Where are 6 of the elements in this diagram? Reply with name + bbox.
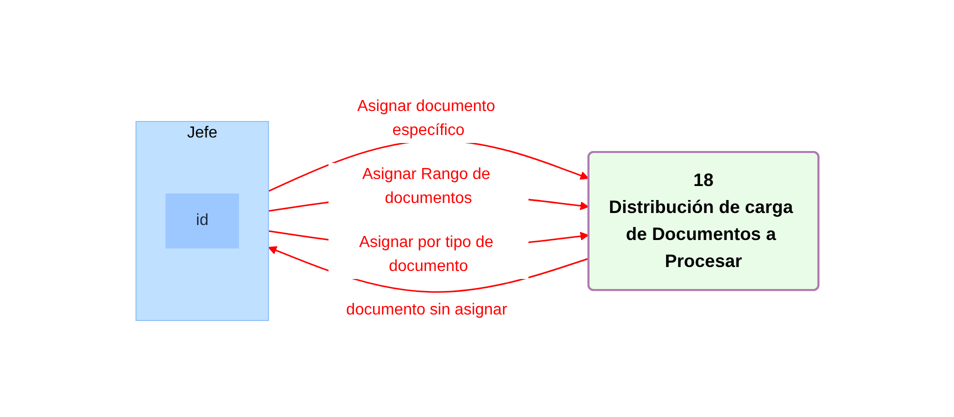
- edge-label: Asignar documento específico: [357, 98, 495, 139]
- edge-label: Asignar por tipo de documento: [358, 234, 494, 275]
- node-box: id: [165, 193, 239, 248]
- edge-label: Asignar Rango de documentos: [362, 166, 490, 207]
- edge-label: documento sin asignar: [346, 301, 507, 318]
- arrow: [268, 246, 588, 293]
